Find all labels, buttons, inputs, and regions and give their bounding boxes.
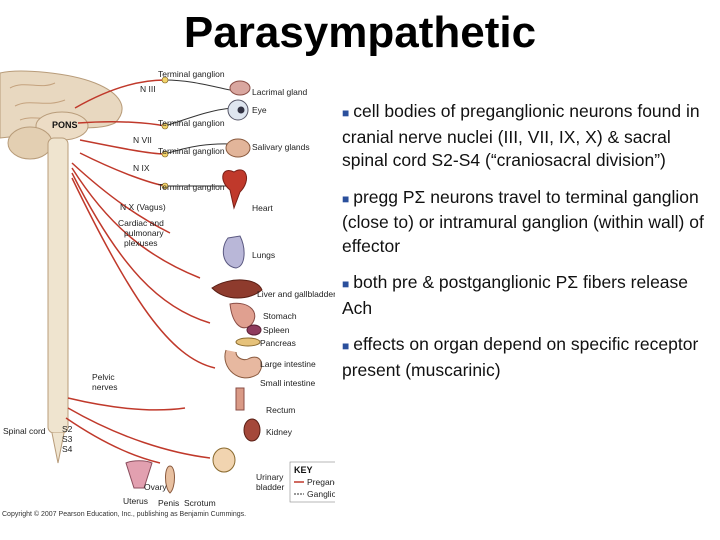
- bullet-list: ■cell bodies of preganglionic neurons fo…: [342, 100, 712, 395]
- penis-label: Penis: [158, 498, 179, 508]
- bullet-text: pregg PΣ neurons travel to terminal gang…: [342, 186, 704, 256]
- bullet-text: both pre & postganglionic PΣ fibers rele…: [342, 272, 689, 318]
- large-intestine-label: Large intestine: [260, 359, 316, 369]
- kidney-label: Kidney: [266, 427, 293, 437]
- s3-label: S3: [62, 434, 73, 444]
- eye-label: Eye: [252, 105, 267, 115]
- s4-label: S4: [62, 444, 73, 454]
- spinal-cord: [47, 137, 69, 434]
- key-title: KEY: [294, 465, 313, 475]
- terminal-ganglion-label-4: Terminal ganglion: [158, 182, 225, 192]
- liver-organ: [211, 279, 263, 299]
- copyright-text: Copyright © 2007 Pearson Education, Inc.…: [2, 511, 247, 518]
- terminal-ganglion-label-1: Terminal ganglion: [158, 69, 225, 79]
- terminal-ganglion-label-2: Terminal ganglion: [158, 118, 225, 128]
- lacrimal-gland: [229, 80, 251, 96]
- cerebellum: [7, 126, 53, 160]
- spleen-organ: [246, 324, 262, 336]
- s2-label: S2: [62, 424, 73, 434]
- cardiac-label-2: pulmonary: [124, 228, 164, 238]
- diagram-svg: PONS N III N VII N IX N X (Vagus) Cardia…: [0, 69, 335, 508]
- bullet-marker-icon: ■: [342, 339, 350, 353]
- bladder-label-1: Urinary: [256, 472, 284, 482]
- kidney-organ: [243, 418, 261, 442]
- spinal-cord-label: Spinal cord: [3, 426, 46, 436]
- uterus-label: Uterus: [123, 496, 148, 506]
- small-intestine-label: Small intestine: [260, 378, 316, 388]
- bullet-marker-icon: ■: [342, 191, 350, 206]
- pancreas-label: Pancreas: [260, 338, 296, 348]
- spleen-label: Spleen: [263, 325, 290, 335]
- bullet-item: ■pregg PΣ neurons travel to terminal gan…: [342, 186, 712, 259]
- ganglionic-fibers: [164, 79, 233, 187]
- heart-label: Heart: [252, 203, 273, 213]
- intestines-organ: [224, 349, 263, 379]
- heart-organ: [222, 169, 248, 210]
- n10-label: N X (Vagus): [120, 202, 166, 212]
- pelvic-label-1: Pelvic: [92, 372, 115, 382]
- uterus-organ: [125, 460, 153, 489]
- bullet-text: effects on organ depend on specific rece…: [342, 334, 699, 380]
- bullet-marker-icon: ■: [342, 277, 350, 291]
- terminal-ganglion-label-3: Terminal ganglion: [158, 146, 225, 156]
- bullet-item: ■cell bodies of preganglionic neurons fo…: [342, 100, 712, 173]
- rectum-organ: [235, 387, 245, 411]
- n7-label: N VII: [133, 135, 152, 145]
- rectum-label: Rectum: [266, 405, 295, 415]
- ganglia: [161, 76, 169, 190]
- bullet-item: ■effects on organ depend on specific rec…: [342, 333, 712, 382]
- parasympathetic-diagram: PONS N III N VII N IX N X (Vagus) Cardia…: [0, 68, 335, 523]
- key-box: KEY Preganglionic neurons Ganglionic neu…: [289, 461, 335, 503]
- bullet-text: cell bodies of preganglionic neurons fou…: [342, 101, 700, 170]
- bladder-label-2: bladder: [256, 482, 285, 492]
- bullet-item: ■both pre & postganglionic PΣ fibers rel…: [342, 271, 712, 320]
- bladder-organ: [212, 447, 236, 473]
- ovary-label: Ovary: [144, 482, 167, 492]
- stomach-label: Stomach: [263, 311, 297, 321]
- stomach-organ: [229, 302, 256, 329]
- scrotum-label: Scrotum: [184, 498, 216, 508]
- key-pre-label: Preganglionic neurons: [307, 477, 335, 487]
- n9-label: N IX: [133, 163, 150, 173]
- male-organ: [165, 465, 175, 494]
- salivary-gland: [225, 138, 251, 158]
- key-post-label: Ganglionic neurons: [307, 489, 335, 499]
- lacrimal-label: Lacrimal gland: [252, 87, 308, 97]
- lungs-organ: [222, 235, 245, 269]
- preganglionic-fibers: [65, 79, 216, 464]
- lungs-label: Lungs: [252, 250, 275, 260]
- cardiac-label-3: plexuses: [124, 238, 158, 248]
- pelvic-label-2: nerves: [92, 382, 118, 392]
- bullet-marker-icon: ■: [342, 106, 350, 120]
- pancreas-organ: [235, 337, 261, 347]
- salivary-label: Salivary glands: [252, 142, 310, 152]
- n3-label: N III: [140, 84, 156, 94]
- cardiac-label-1: Cardiac and: [118, 218, 164, 228]
- slide-title: Parasympathetic: [183, 8, 537, 57]
- spinal-tail: [51, 432, 65, 464]
- pons-label: PONS: [52, 120, 78, 130]
- liver-label: Liver and gallbladder: [257, 289, 335, 299]
- eye-pupil: [237, 106, 245, 114]
